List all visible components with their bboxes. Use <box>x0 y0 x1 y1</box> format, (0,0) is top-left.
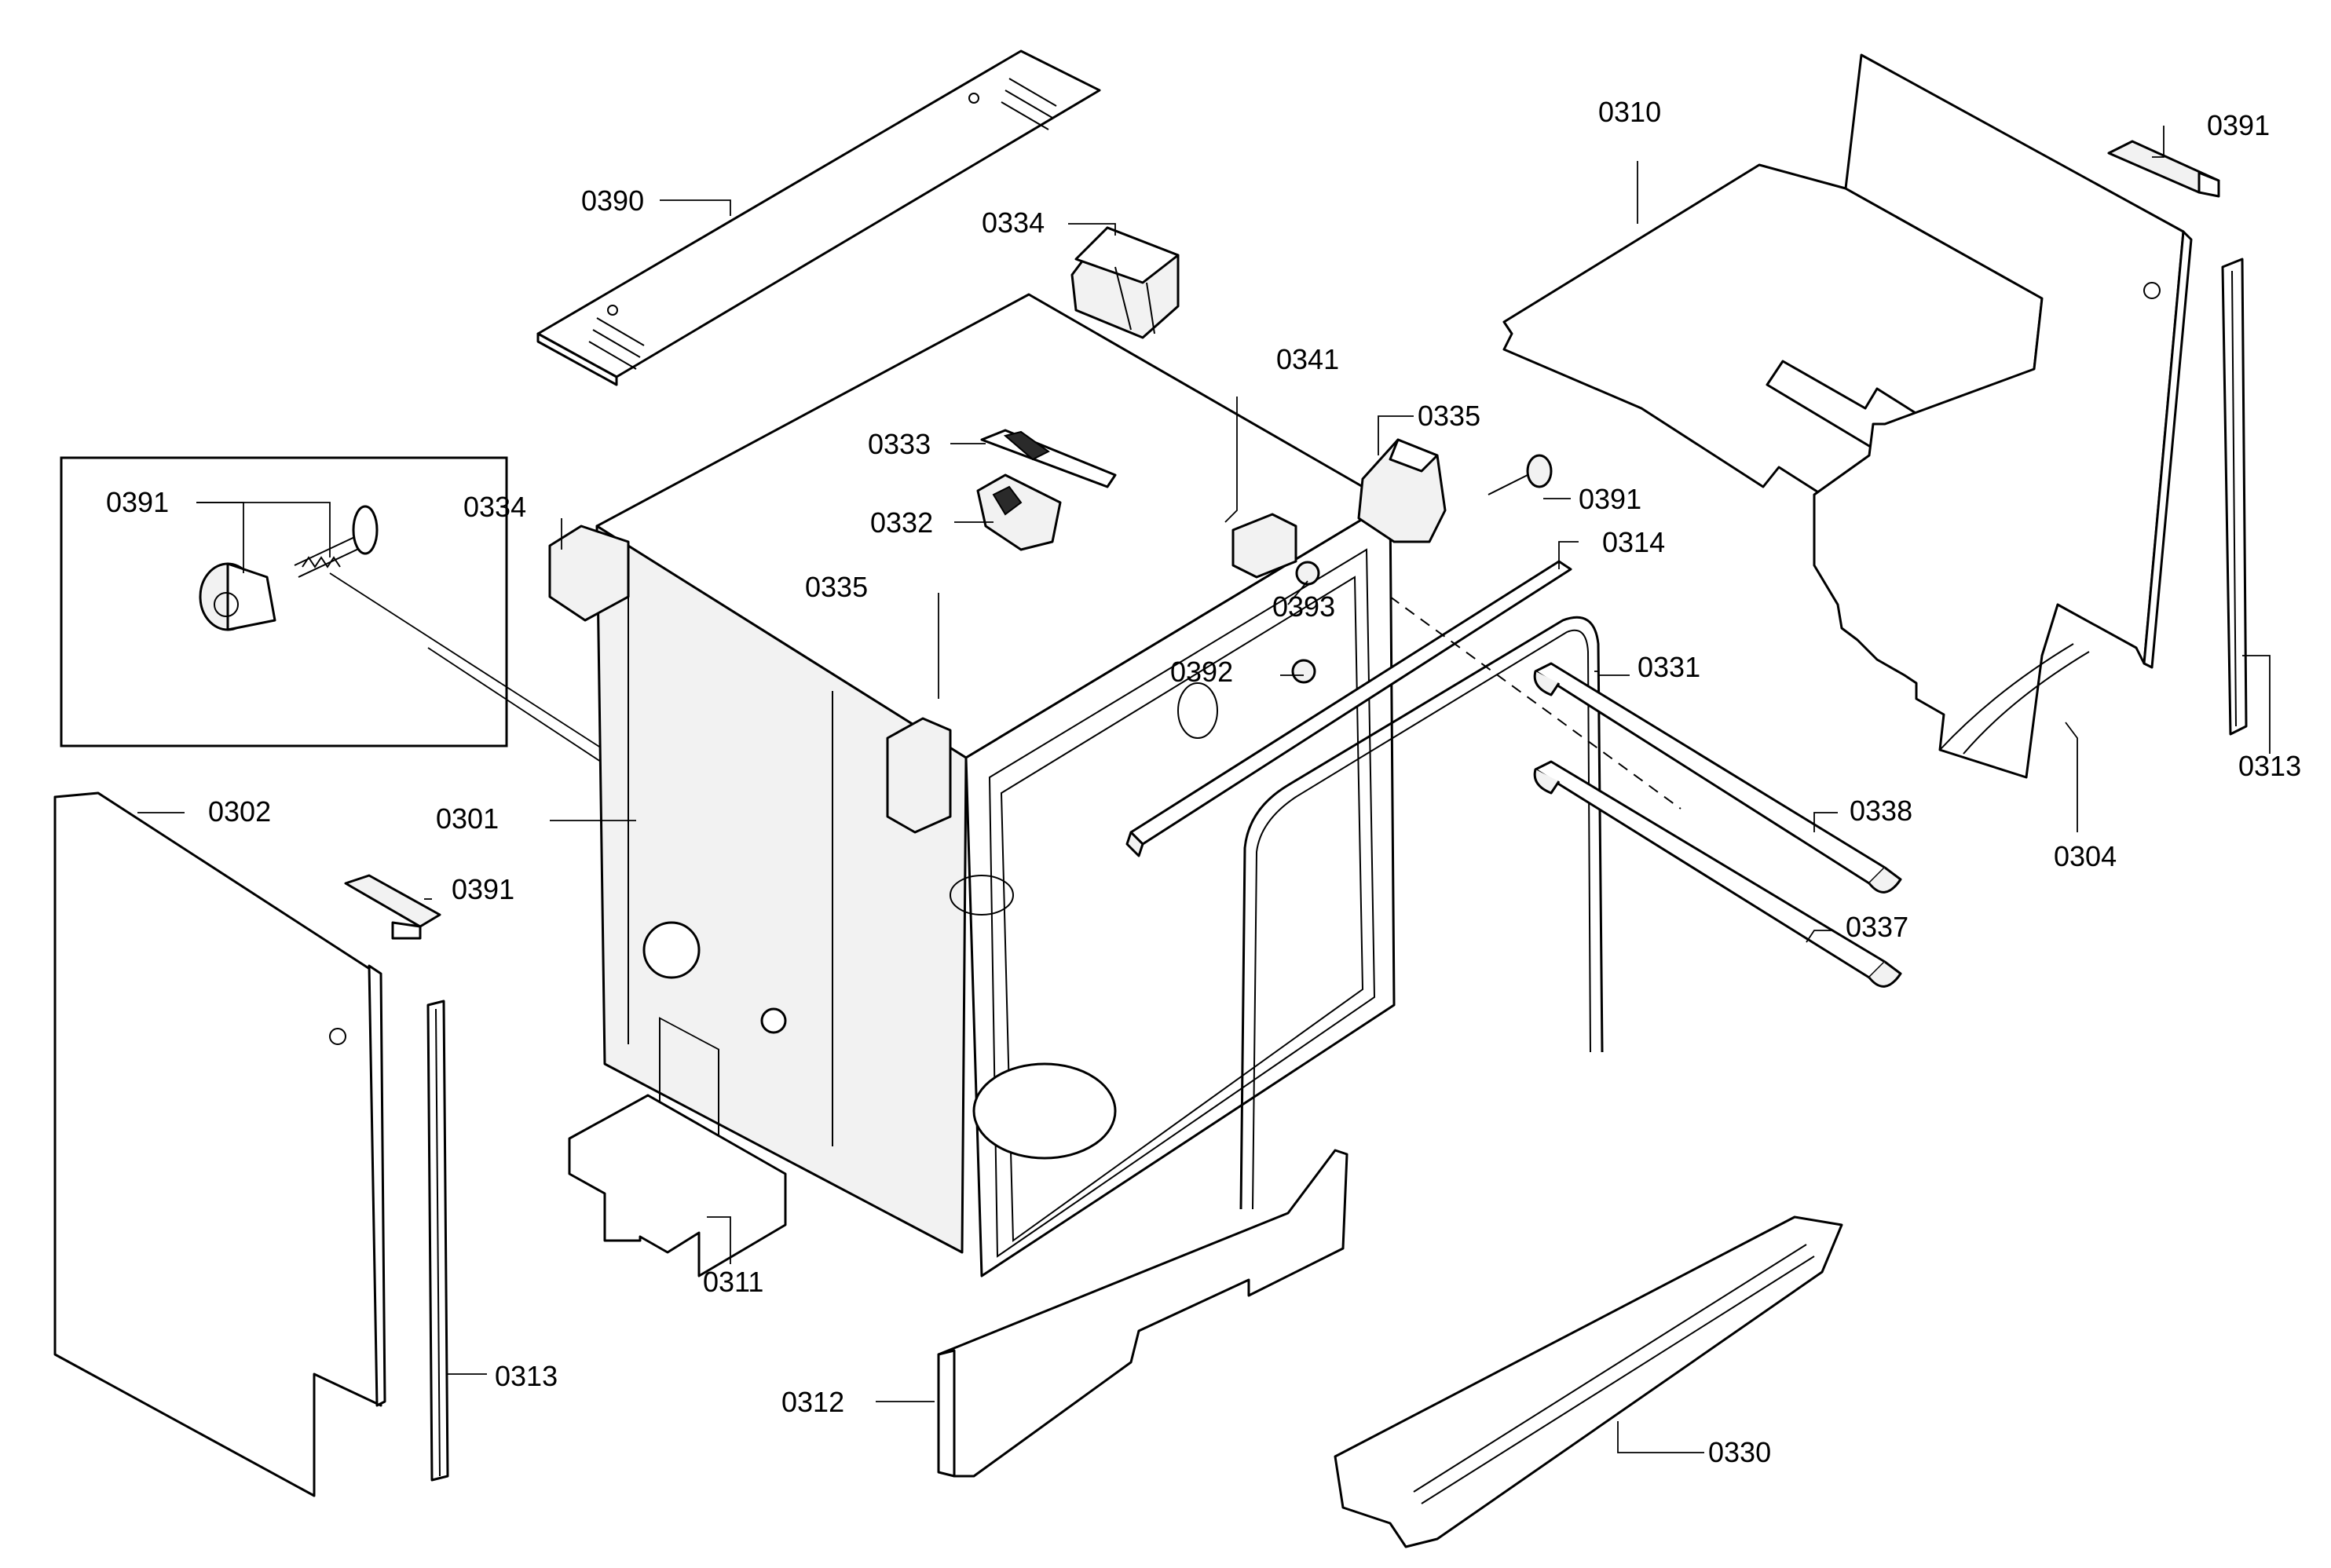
part-0392-bushing <box>1291 659 1316 684</box>
part-0390-top-plate <box>536 49 1101 386</box>
label-0334-top: 0334 <box>982 207 1045 239</box>
label-0313-left: 0313 <box>495 1360 558 1392</box>
part-0335-clip-right <box>1357 438 1447 543</box>
label-0337: 0337 <box>1846 911 1908 943</box>
part-0332-hinge-block <box>976 473 1062 551</box>
part-labels: 0390 0334 0310 0391 0341 0335 0333 0332 … <box>106 96 2301 1468</box>
label-0393: 0393 <box>1272 590 1335 623</box>
part-0313-seal-right <box>2221 258 2248 736</box>
label-0390: 0390 <box>581 185 644 217</box>
label-0311: 0311 <box>703 1266 763 1298</box>
label-0341: 0341 <box>1276 343 1339 375</box>
label-0301: 0301 <box>436 802 499 835</box>
part-0330-base-pan <box>1334 1215 1843 1548</box>
part-0337-rail <box>1533 760 1902 988</box>
label-0335-left: 0335 <box>805 571 868 603</box>
part-0313-seal-left <box>426 1000 449 1482</box>
label-0391-left: 0391 <box>452 873 514 905</box>
label-0310: 0310 <box>1598 96 1661 128</box>
part-0314-rail <box>1125 560 1572 857</box>
part-0391-clip-top-right <box>2107 140 2220 198</box>
inset-0391-screw-detail <box>60 456 794 884</box>
label-0338: 0338 <box>1850 795 1912 827</box>
label-0391-inset: 0391 <box>106 486 169 518</box>
part-0391-screw-right <box>1488 454 1553 495</box>
label-0391-top-right: 0391 <box>2207 109 2270 141</box>
part-0334-top-bracket <box>1070 226 1180 339</box>
part-0311-foam-block <box>568 1094 787 1277</box>
part-0331-gasket-loop <box>1239 616 1604 1210</box>
label-0392: 0392 <box>1170 656 1233 688</box>
label-0391-right: 0391 <box>1579 483 1641 515</box>
part-0391-clip-left <box>344 874 441 940</box>
label-0330: 0330 <box>1708 1436 1771 1468</box>
part-0338-rail <box>1533 662 1902 894</box>
part-0312-kick-foam <box>937 1149 1348 1478</box>
label-0332: 0332 <box>870 506 933 539</box>
label-0333: 0333 <box>868 428 931 460</box>
label-0313-right: 0313 <box>2238 750 2301 782</box>
leader-lines <box>137 126 2271 1453</box>
label-0331: 0331 <box>1638 651 1700 683</box>
part-0302-side-panel-left <box>53 791 386 1497</box>
label-0314: 0314 <box>1602 526 1665 558</box>
label-0335-right: 0335 <box>1418 400 1480 432</box>
part-0304-side-panel-right <box>1813 53 2193 779</box>
part-0333-latch <box>980 429 1117 488</box>
label-0312: 0312 <box>781 1386 844 1418</box>
label-0334-left: 0334 <box>463 491 526 523</box>
label-0302: 0302 <box>208 795 271 828</box>
label-0304: 0304 <box>2054 840 2117 872</box>
part-0393-bushing <box>1295 561 1320 586</box>
